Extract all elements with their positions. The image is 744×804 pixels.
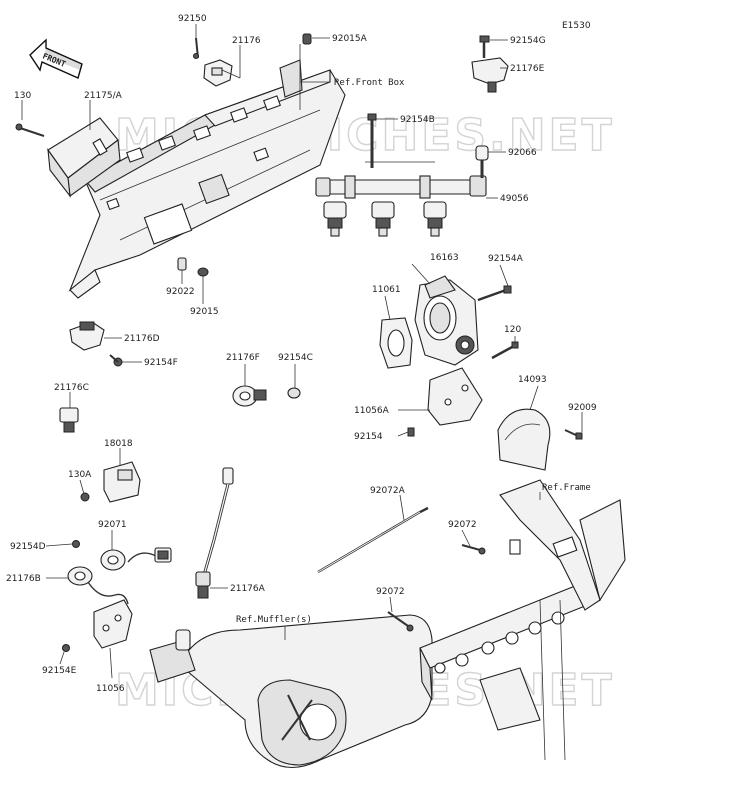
label-92154[interactable]: 92154	[354, 432, 383, 442]
label-11056a[interactable]: 11056A	[354, 406, 390, 416]
front-arrow-icon: FRONT	[29, 38, 83, 79]
label-21176b[interactable]: 21176B	[6, 574, 41, 584]
part-labels: 92150 21176 92015A 92154G 21176E Ref.Fro…	[6, 14, 597, 694]
gasket-11061-icon	[379, 317, 413, 369]
bolt-92154a-icon	[477, 285, 512, 302]
sensor-21176e-icon	[471, 57, 509, 93]
diagram-code: E1530	[562, 21, 591, 31]
label-21176[interactable]: 21176	[232, 36, 261, 46]
muffler	[149, 614, 433, 769]
sensor-21176d-icon	[69, 321, 105, 351]
label-92072-upper[interactable]: 92072	[448, 520, 477, 530]
injector-2-icon	[371, 201, 395, 237]
label-16163[interactable]: 16163	[430, 253, 459, 263]
label-92009[interactable]: 92009	[568, 403, 597, 413]
bolt-92154g-icon	[479, 35, 490, 58]
label-21176a[interactable]: 21176A	[230, 584, 266, 594]
sensor-21176b-icon	[67, 566, 129, 605]
ref-frame[interactable]: Ref.Frame	[542, 483, 591, 493]
sensor-21176f-icon	[232, 385, 267, 407]
label-92154b[interactable]: 92154B	[400, 115, 435, 125]
injector-1-icon	[323, 201, 347, 237]
bolt-130a-icon	[80, 492, 90, 502]
label-92154c[interactable]: 92154C	[278, 353, 313, 363]
throttle-body	[414, 275, 479, 366]
bolt-92150-icon	[193, 37, 199, 59]
ref-mufflers[interactable]: Ref.Muffler(s)	[236, 615, 312, 625]
sensor-21176c-icon	[59, 407, 79, 433]
grommet-92022-icon	[177, 257, 187, 271]
label-11061[interactable]: 11061	[372, 285, 401, 295]
label-21176f[interactable]: 21176F	[226, 353, 260, 363]
grommet-92071-icon	[100, 549, 126, 571]
label-92150[interactable]: 92150	[178, 14, 207, 24]
connector-icon	[127, 547, 172, 563]
bolt-92154f-icon	[109, 354, 123, 367]
sensor-21176-icon	[203, 59, 233, 87]
label-21176d[interactable]: 21176D	[124, 334, 160, 344]
bolt-120-icon	[491, 341, 519, 360]
label-92154d[interactable]: 92154D	[10, 542, 46, 552]
clip-92015a-icon	[302, 33, 312, 45]
label-21176e[interactable]: 21176E	[510, 64, 545, 74]
label-11056[interactable]: 11056	[96, 684, 125, 694]
bolt-92154-icon	[407, 427, 415, 437]
label-21175a[interactable]: 21175/A	[84, 91, 123, 101]
label-92066[interactable]: 92066	[508, 148, 537, 158]
o2-sensor-21176a-icon	[195, 467, 234, 599]
bolt-92154c-icon	[287, 387, 301, 399]
nut-92015-icon	[197, 267, 209, 277]
label-92154e[interactable]: 92154E	[42, 666, 77, 676]
label-92015[interactable]: 92015	[190, 307, 219, 317]
label-130a[interactable]: 130A	[68, 470, 92, 480]
ecu-module	[47, 117, 121, 198]
label-92022[interactable]: 92022	[166, 287, 195, 297]
bolt-92154d-icon	[72, 540, 80, 548]
fuel-rail-assembly	[315, 175, 487, 237]
label-120[interactable]: 120	[504, 325, 521, 335]
ref-front-box[interactable]: Ref.Front Box	[334, 78, 405, 88]
label-92015a[interactable]: 92015A	[332, 34, 368, 44]
cover-14093-icon	[497, 408, 551, 471]
label-92072a[interactable]: 92072A	[370, 486, 406, 496]
label-130[interactable]: 130	[14, 91, 31, 101]
front-box-bracket	[68, 59, 346, 299]
bolt-92154b-icon	[367, 113, 377, 168]
label-49056[interactable]: 49056	[500, 194, 529, 204]
label-18018[interactable]: 18018	[104, 439, 133, 449]
label-92154a[interactable]: 92154A	[488, 254, 524, 264]
label-92154f[interactable]: 92154F	[144, 358, 178, 368]
label-21176c[interactable]: 21176C	[54, 383, 89, 393]
label-92154g[interactable]: 92154G	[510, 36, 546, 46]
leader-lines	[21, 24, 583, 679]
tie-strap-92072-lower-icon	[387, 611, 414, 632]
bracket-18018-icon	[103, 461, 141, 503]
tie-strap-92072a-icon	[317, 506, 429, 574]
injector-3-icon	[423, 201, 447, 237]
fitting-92066-icon	[475, 145, 489, 178]
label-14093[interactable]: 14093	[518, 375, 547, 385]
bracket-11056-icon	[93, 599, 133, 649]
tie-strap-92072-upper-icon	[461, 544, 486, 555]
bracket-11056a-icon	[427, 367, 483, 426]
bolt-92154e-icon	[62, 644, 70, 652]
bolt-92009-icon	[564, 429, 583, 440]
bolt-130-icon	[15, 123, 45, 137]
frame	[419, 479, 626, 761]
label-92072-lower[interactable]: 92072	[376, 587, 405, 597]
label-92071[interactable]: 92071	[98, 520, 127, 530]
